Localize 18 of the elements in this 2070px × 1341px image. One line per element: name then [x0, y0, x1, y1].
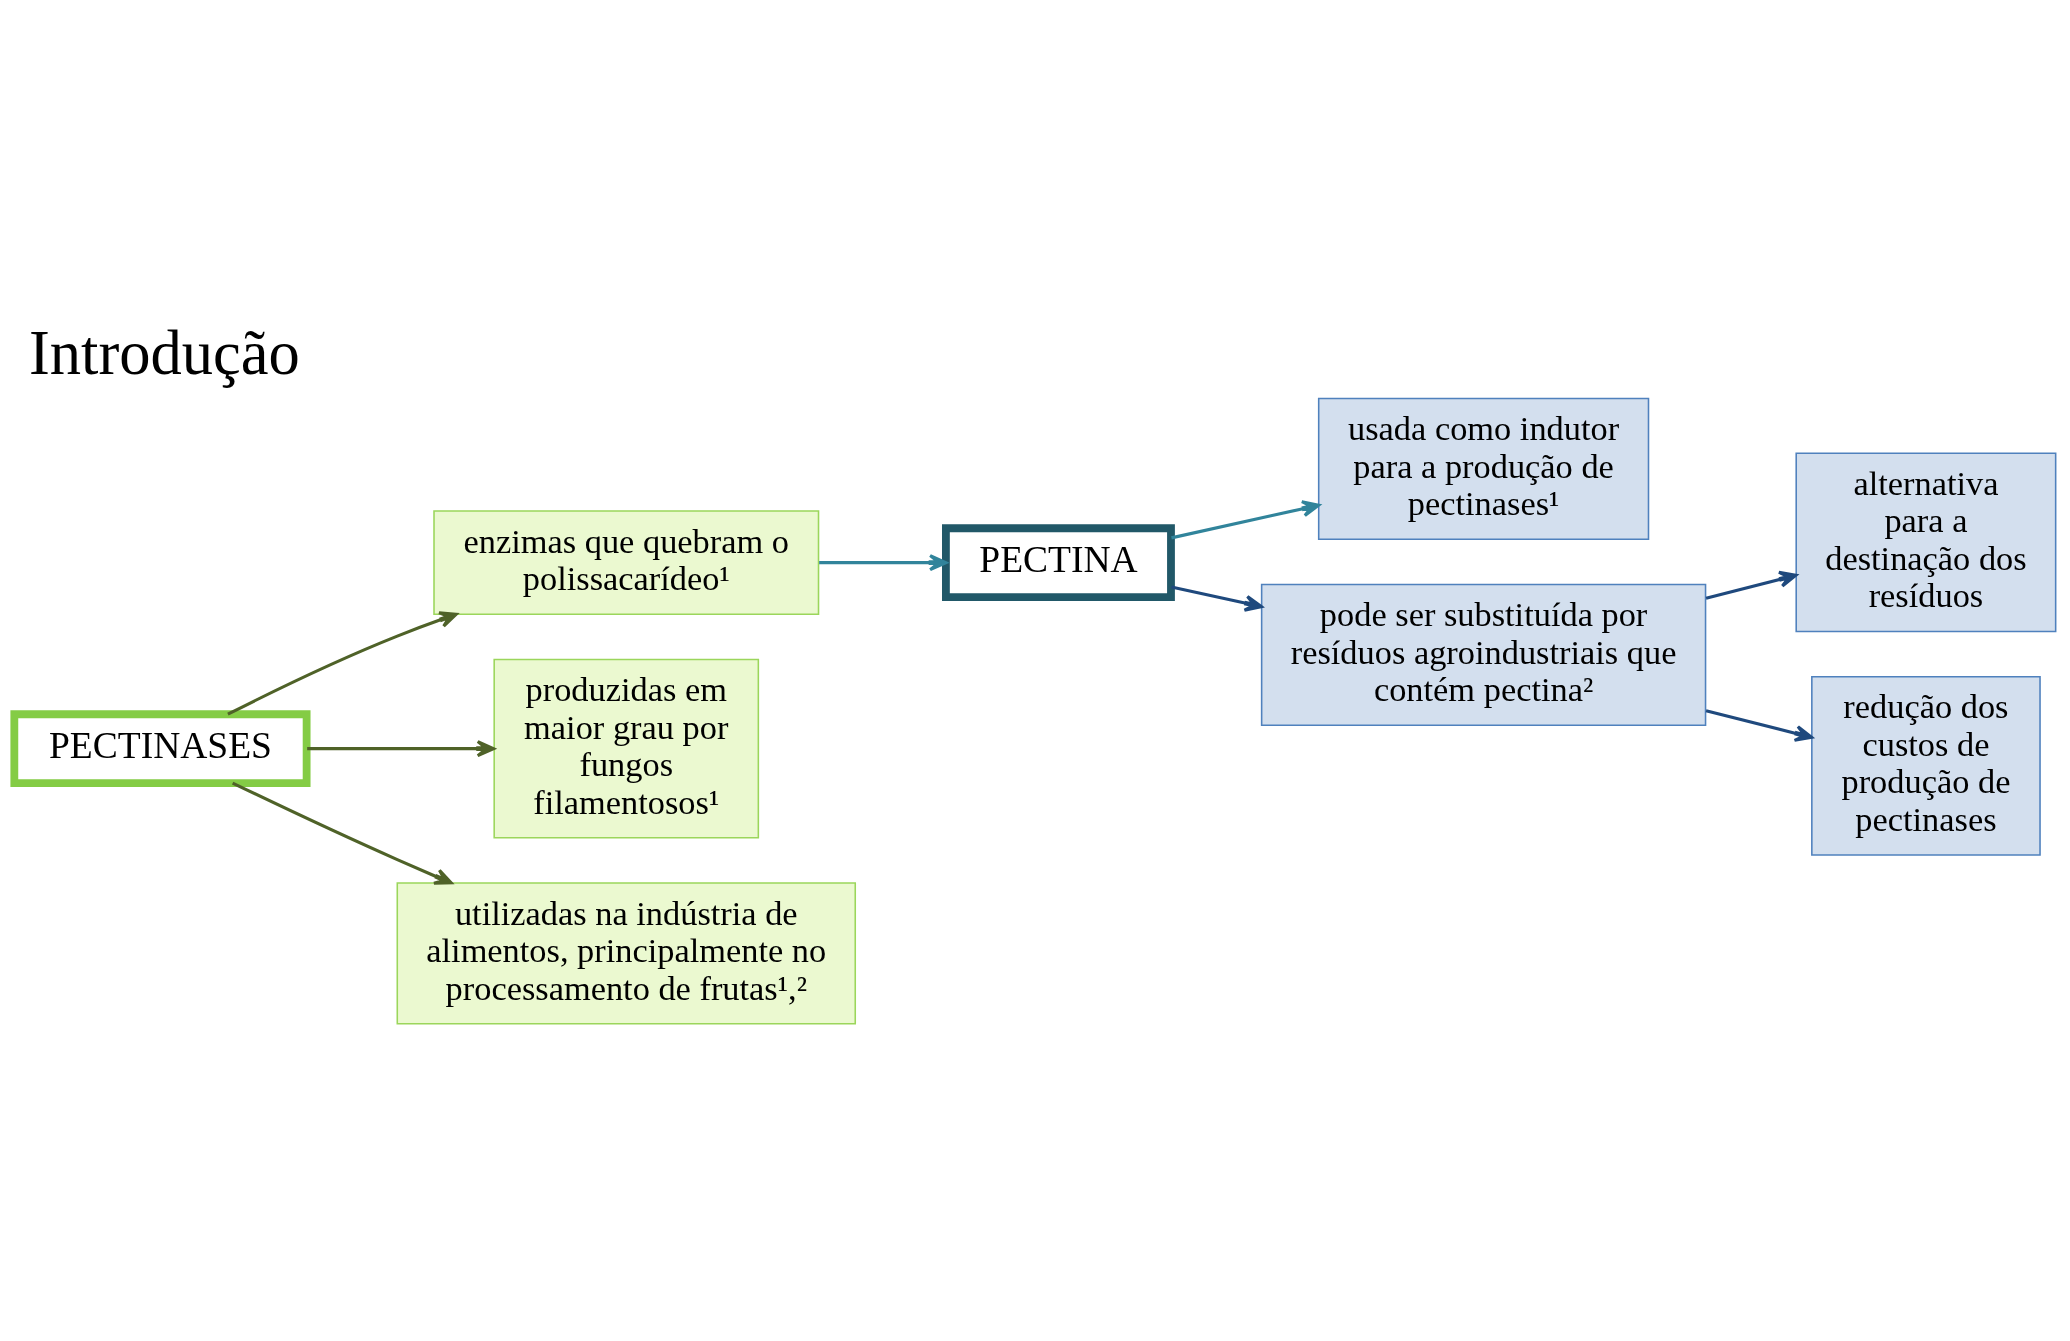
- arrow: [1705, 570, 1798, 600]
- node-box: alternativa para a destinação dos resíduos: [1795, 452, 2057, 633]
- arrow: [1705, 709, 1814, 742]
- arrow: [1171, 500, 1321, 540]
- arrow: [227, 611, 458, 716]
- node-box: pode ser substituída por resíduos agroindustriais que contém pectina²: [1260, 583, 1707, 726]
- diagram-title: Introdução: [28, 317, 300, 388]
- arrow: [1171, 585, 1263, 612]
- node-box: produzidas em maior grau por fungos filamentosos¹: [493, 658, 760, 839]
- node-box: utilizadas na indústria de alimentos, principalmente no processamento de frutas¹,²: [396, 882, 857, 1025]
- node-box: PECTINA: [942, 524, 1175, 601]
- node-box: PECTINASES: [10, 710, 311, 787]
- node-box: enzimas que quebram o polissacarídeo¹: [433, 510, 820, 615]
- arrow: [307, 740, 495, 758]
- arrow: [819, 554, 948, 572]
- arrow: [231, 781, 453, 885]
- node-box: redução dos custos de produção de pectinases: [1811, 675, 2041, 856]
- node-box: usada como indutor para a produção de pectinases¹: [1317, 397, 1650, 540]
